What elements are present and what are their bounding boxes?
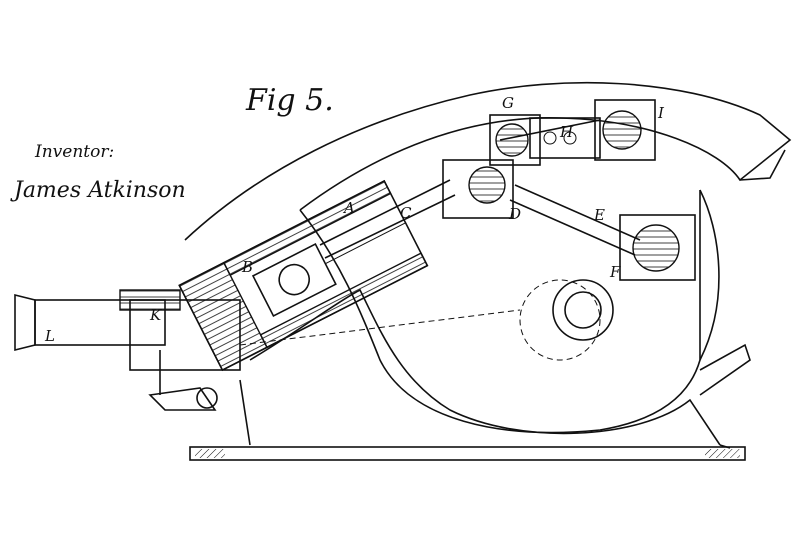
cylinder-A	[178, 179, 429, 372]
inventor-label: Inventor:	[34, 142, 114, 162]
connecting-rods	[319, 117, 641, 259]
label-I: I	[657, 104, 665, 122]
label-C: C	[400, 204, 412, 222]
label-D: D	[508, 205, 521, 223]
valve-assembly-L	[14, 289, 241, 411]
base-plate	[189, 446, 746, 461]
machine-housing	[184, 81, 792, 461]
label-B: B	[241, 258, 253, 276]
label-A: A	[342, 199, 355, 217]
label-H: H	[559, 123, 574, 141]
label-E: E	[593, 206, 605, 224]
label-G: G	[502, 94, 514, 112]
figure-title: Fig 5.	[245, 83, 334, 118]
label-K: K	[149, 306, 162, 324]
part-labels: A B C D E F G H I K L	[44, 94, 665, 345]
label-L: L	[44, 327, 55, 345]
label-F: F	[609, 263, 621, 281]
joints	[239, 99, 696, 361]
inventor-signature: James Atkinson	[10, 178, 186, 203]
